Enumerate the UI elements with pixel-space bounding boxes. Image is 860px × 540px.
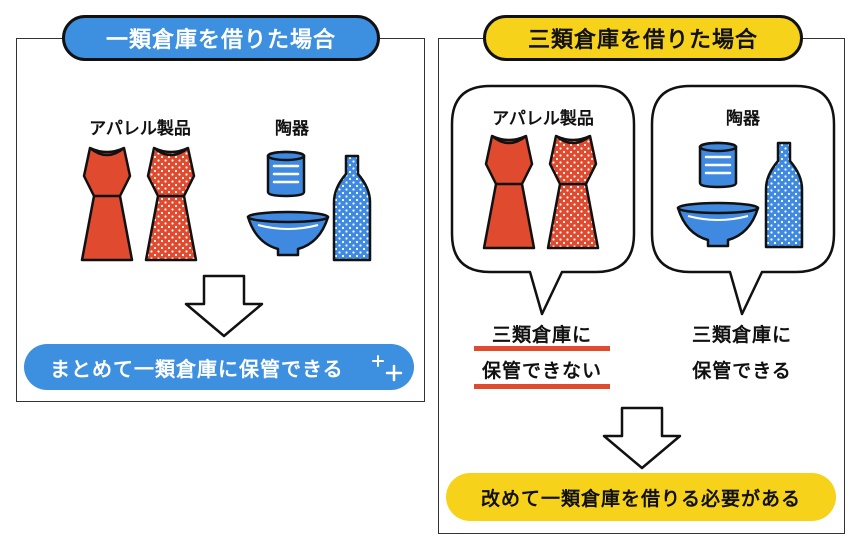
- left-apparel-label: アパレル製品: [89, 119, 191, 139]
- left-bowl-icon: [246, 210, 330, 257]
- left-down-arrow-icon: [184, 274, 264, 338]
- right-panel-title: 三類倉庫を借りた場合: [483, 15, 803, 61]
- right-cup-icon: [698, 141, 738, 189]
- apparel-note-line1: 三類倉庫に: [491, 324, 592, 346]
- left-bottle-icon: [332, 154, 372, 262]
- ceramics-note-line1: 三類倉庫に: [691, 324, 792, 346]
- apparel-note-underline-top: [474, 346, 610, 351]
- right-apparel-label: アパレル製品: [492, 109, 594, 129]
- left-cup-icon: [266, 150, 306, 198]
- left-ceramics-label: 陶器: [275, 119, 309, 139]
- left-red-dress-icon: [80, 146, 134, 262]
- right-down-arrow-icon: [602, 406, 682, 470]
- right-dotted-dress-icon: [546, 134, 600, 250]
- left-panel-title: 一類倉庫を借りた場合: [62, 15, 380, 61]
- right-ceramics-label: 陶器: [726, 109, 760, 129]
- left-dotted-dress-icon: [144, 146, 198, 262]
- right-bottle-icon: [764, 141, 804, 249]
- right-red-dress-icon: [482, 134, 536, 250]
- left-result-banner: まとめて一類倉庫に保管できる: [24, 344, 414, 390]
- ceramics-note-line2: 保管できる: [692, 360, 792, 382]
- right-result-banner: 改めて一類倉庫を借りる必要がある: [446, 473, 836, 521]
- right-bowl-icon: [676, 201, 760, 248]
- sparkle-icon: [372, 355, 403, 382]
- apparel-note-line2: 保管できない: [481, 360, 602, 382]
- apparel-note-underline-bottom: [474, 384, 610, 389]
